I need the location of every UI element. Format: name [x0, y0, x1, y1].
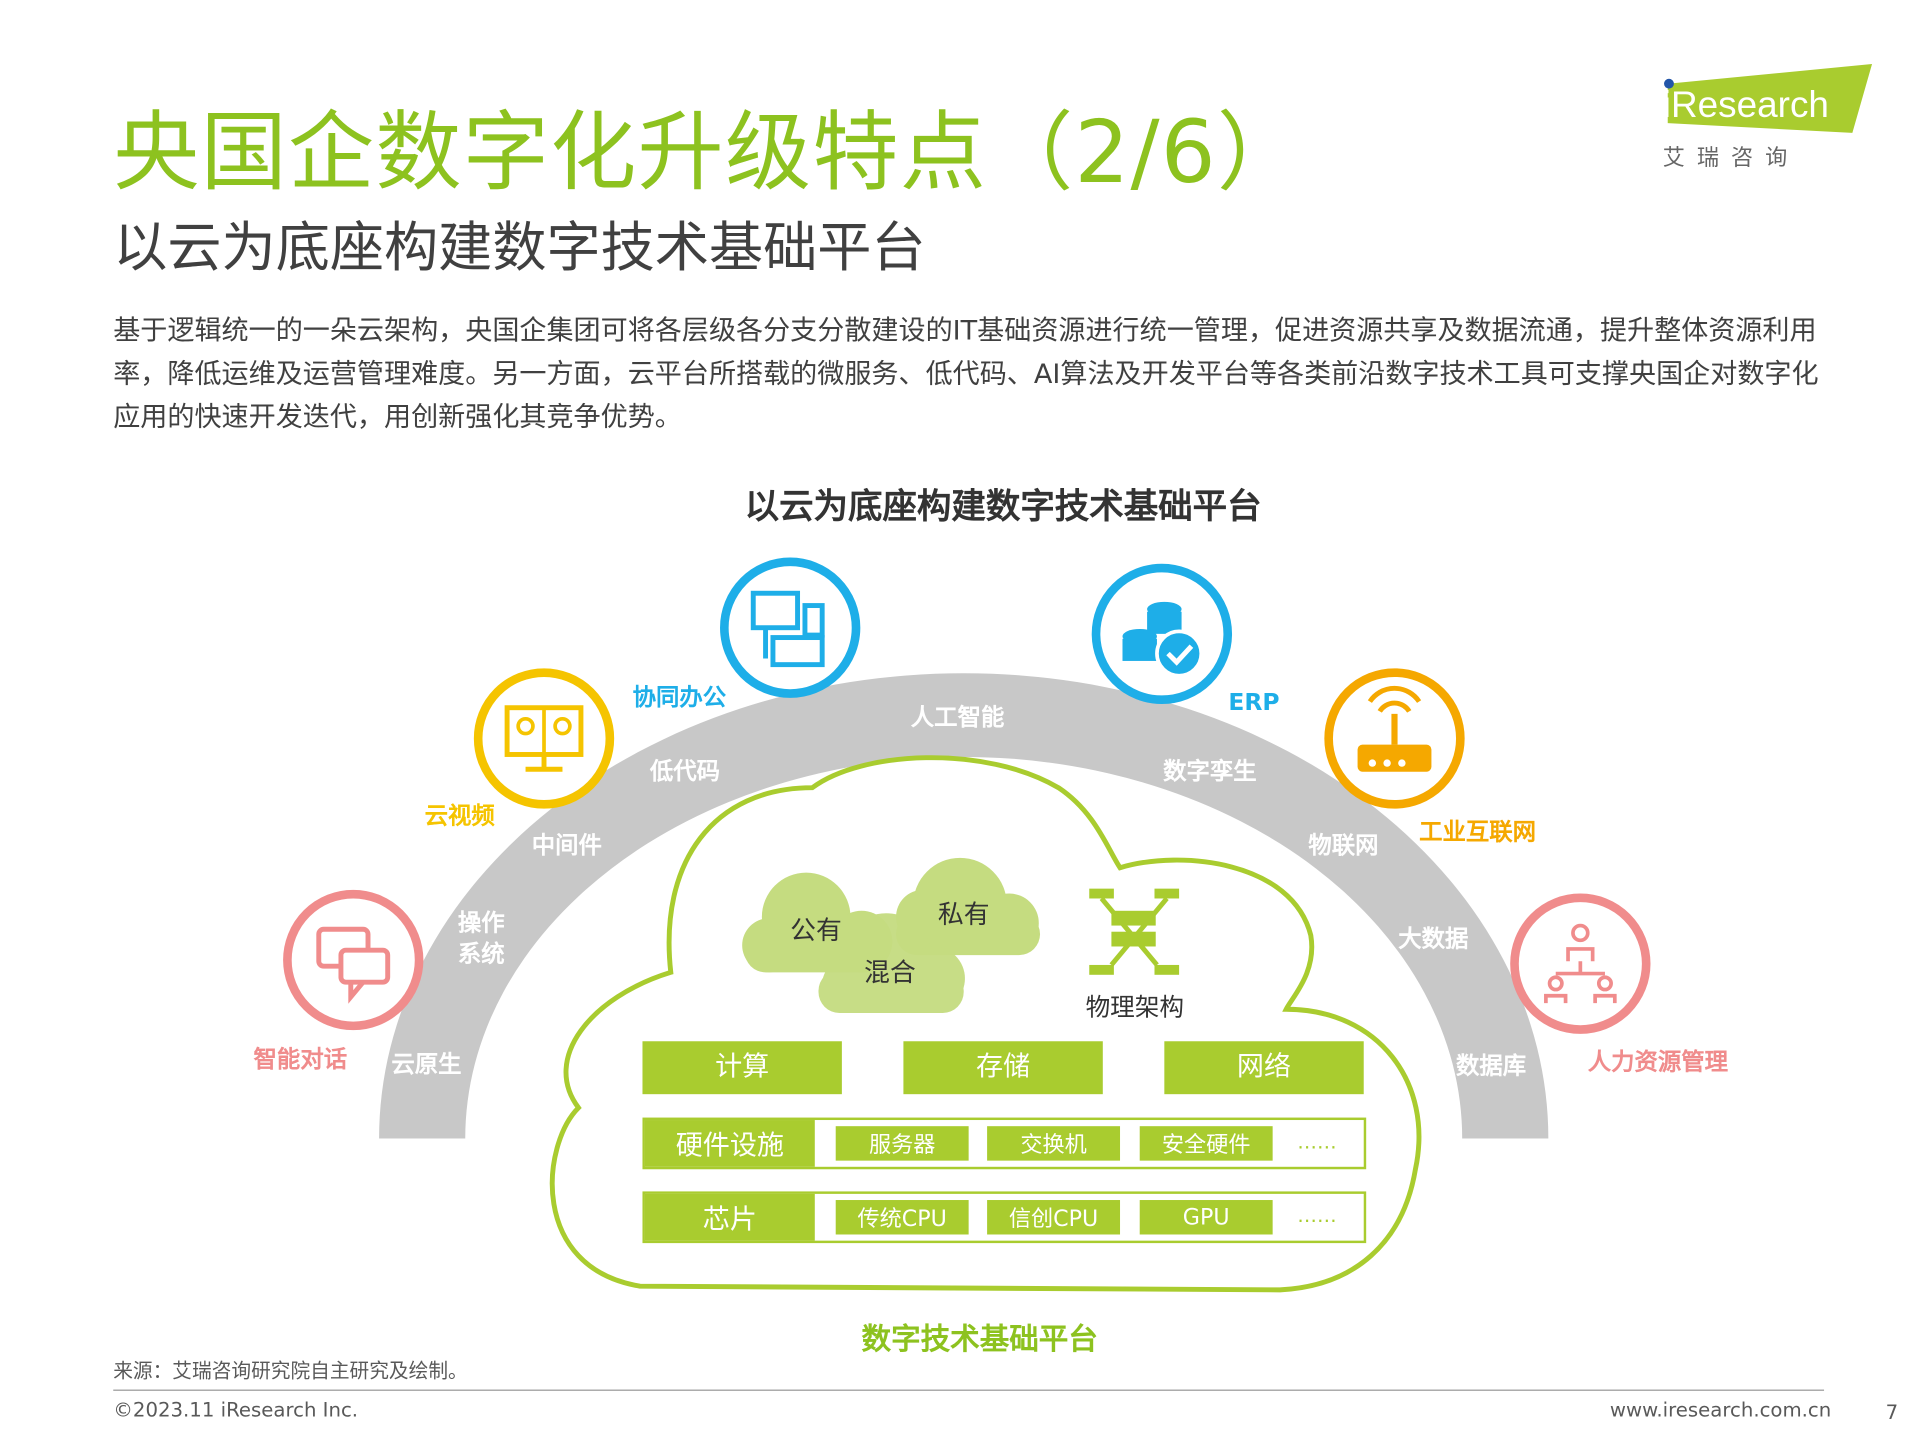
arc-label-cloud-native: 云原生	[391, 1051, 462, 1079]
svg-text:iResearch: iResearch	[1663, 84, 1829, 125]
intro-paragraph: 基于逻辑统一的一朵云架构，央国企集团可将各层级各分支分散建设的IT基础资源进行统…	[113, 316, 1819, 434]
core-storage: 存储	[903, 1041, 1103, 1095]
copyright: ©2023.11 iResearch Inc.	[113, 1398, 359, 1422]
app-label-office: 协同办公	[632, 684, 727, 712]
arc-label-big-data: 大数据	[1398, 925, 1469, 953]
cloud-label-private: 私有	[937, 899, 990, 930]
chat-icon	[283, 889, 424, 1031]
diagram-title: 以云为底座构建数字技术基础平台	[744, 486, 1262, 527]
cloud-hybrid	[818, 913, 965, 1013]
arc-label-digital-twin: 数字孪生	[1163, 758, 1257, 786]
cloud-label-public: 公有	[790, 915, 842, 946]
app-label-video: 云视频	[424, 802, 495, 830]
cloud-label-hybrid: 混合	[864, 957, 916, 988]
arc-label-middleware: 中间件	[531, 832, 602, 860]
hardware-item: 交换机	[987, 1126, 1121, 1161]
server-rack-icon	[1089, 888, 1180, 975]
hardware-more: ……	[1297, 1129, 1337, 1154]
app-label-chat: 智能对话	[253, 1046, 348, 1074]
page-subtitle: 以云为底座构建数字技术基础平台	[113, 216, 926, 280]
website-link[interactable]: www.iresearch.com.cn	[1609, 1398, 1832, 1422]
chip-more: ……	[1297, 1203, 1337, 1228]
platform-label: 数字技术基础平台	[861, 1321, 1098, 1357]
app-label-erp: ERP	[1228, 689, 1280, 717]
app-label-hr: 人力资源管理	[1587, 1048, 1729, 1076]
chip-row: 芯片 传统CPU 信创CPU GPU ……	[642, 1191, 1367, 1244]
source-note: 来源：艾瑞咨询研究院自主研究及绘制。	[113, 1358, 468, 1383]
page-title: 央国企数字化升级特点（2/6）	[113, 102, 1305, 204]
devices-icon	[720, 557, 861, 698]
cloud-private	[896, 857, 1041, 956]
iresearch-logo: iResearch 艾 瑞 咨 询	[1655, 62, 1877, 179]
core-network: 网络	[1164, 1041, 1364, 1095]
arc-label-database: 数据库	[1456, 1052, 1527, 1080]
video-conference-icon	[473, 668, 615, 809]
app-label-industrial-internet: 工业互联网	[1419, 818, 1537, 846]
hardware-label: 硬件设施	[644, 1120, 815, 1167]
database-check-icon	[1091, 563, 1233, 705]
chip-label: 芯片	[644, 1193, 815, 1241]
arc-label-iot: 物联网	[1308, 832, 1379, 860]
chip-item: GPU	[1139, 1200, 1273, 1235]
hardware-item: 安全硬件	[1139, 1126, 1273, 1161]
physical-architecture-label: 物理架构	[1085, 992, 1185, 1022]
footer-divider	[113, 1389, 1825, 1391]
org-chart-icon	[1510, 893, 1651, 1034]
router-icon	[1324, 668, 1465, 809]
arc-label-low-code: 低代码	[649, 758, 721, 786]
arc-label-ai: 人工智能	[910, 704, 1005, 732]
chip-item: 信创CPU	[987, 1200, 1121, 1235]
chip-item: 传统CPU	[835, 1200, 969, 1235]
hardware-item: 服务器	[835, 1126, 969, 1161]
core-compute: 计算	[642, 1041, 842, 1095]
logo-cn-text: 艾 瑞 咨 询	[1662, 145, 1790, 172]
technology-arc	[379, 673, 1549, 1139]
page-number: 7	[1885, 1400, 1899, 1425]
hardware-row: 硬件设施 服务器 交换机 安全硬件 ……	[642, 1117, 1367, 1170]
arc-label-os: 操作 系统	[457, 909, 505, 968]
